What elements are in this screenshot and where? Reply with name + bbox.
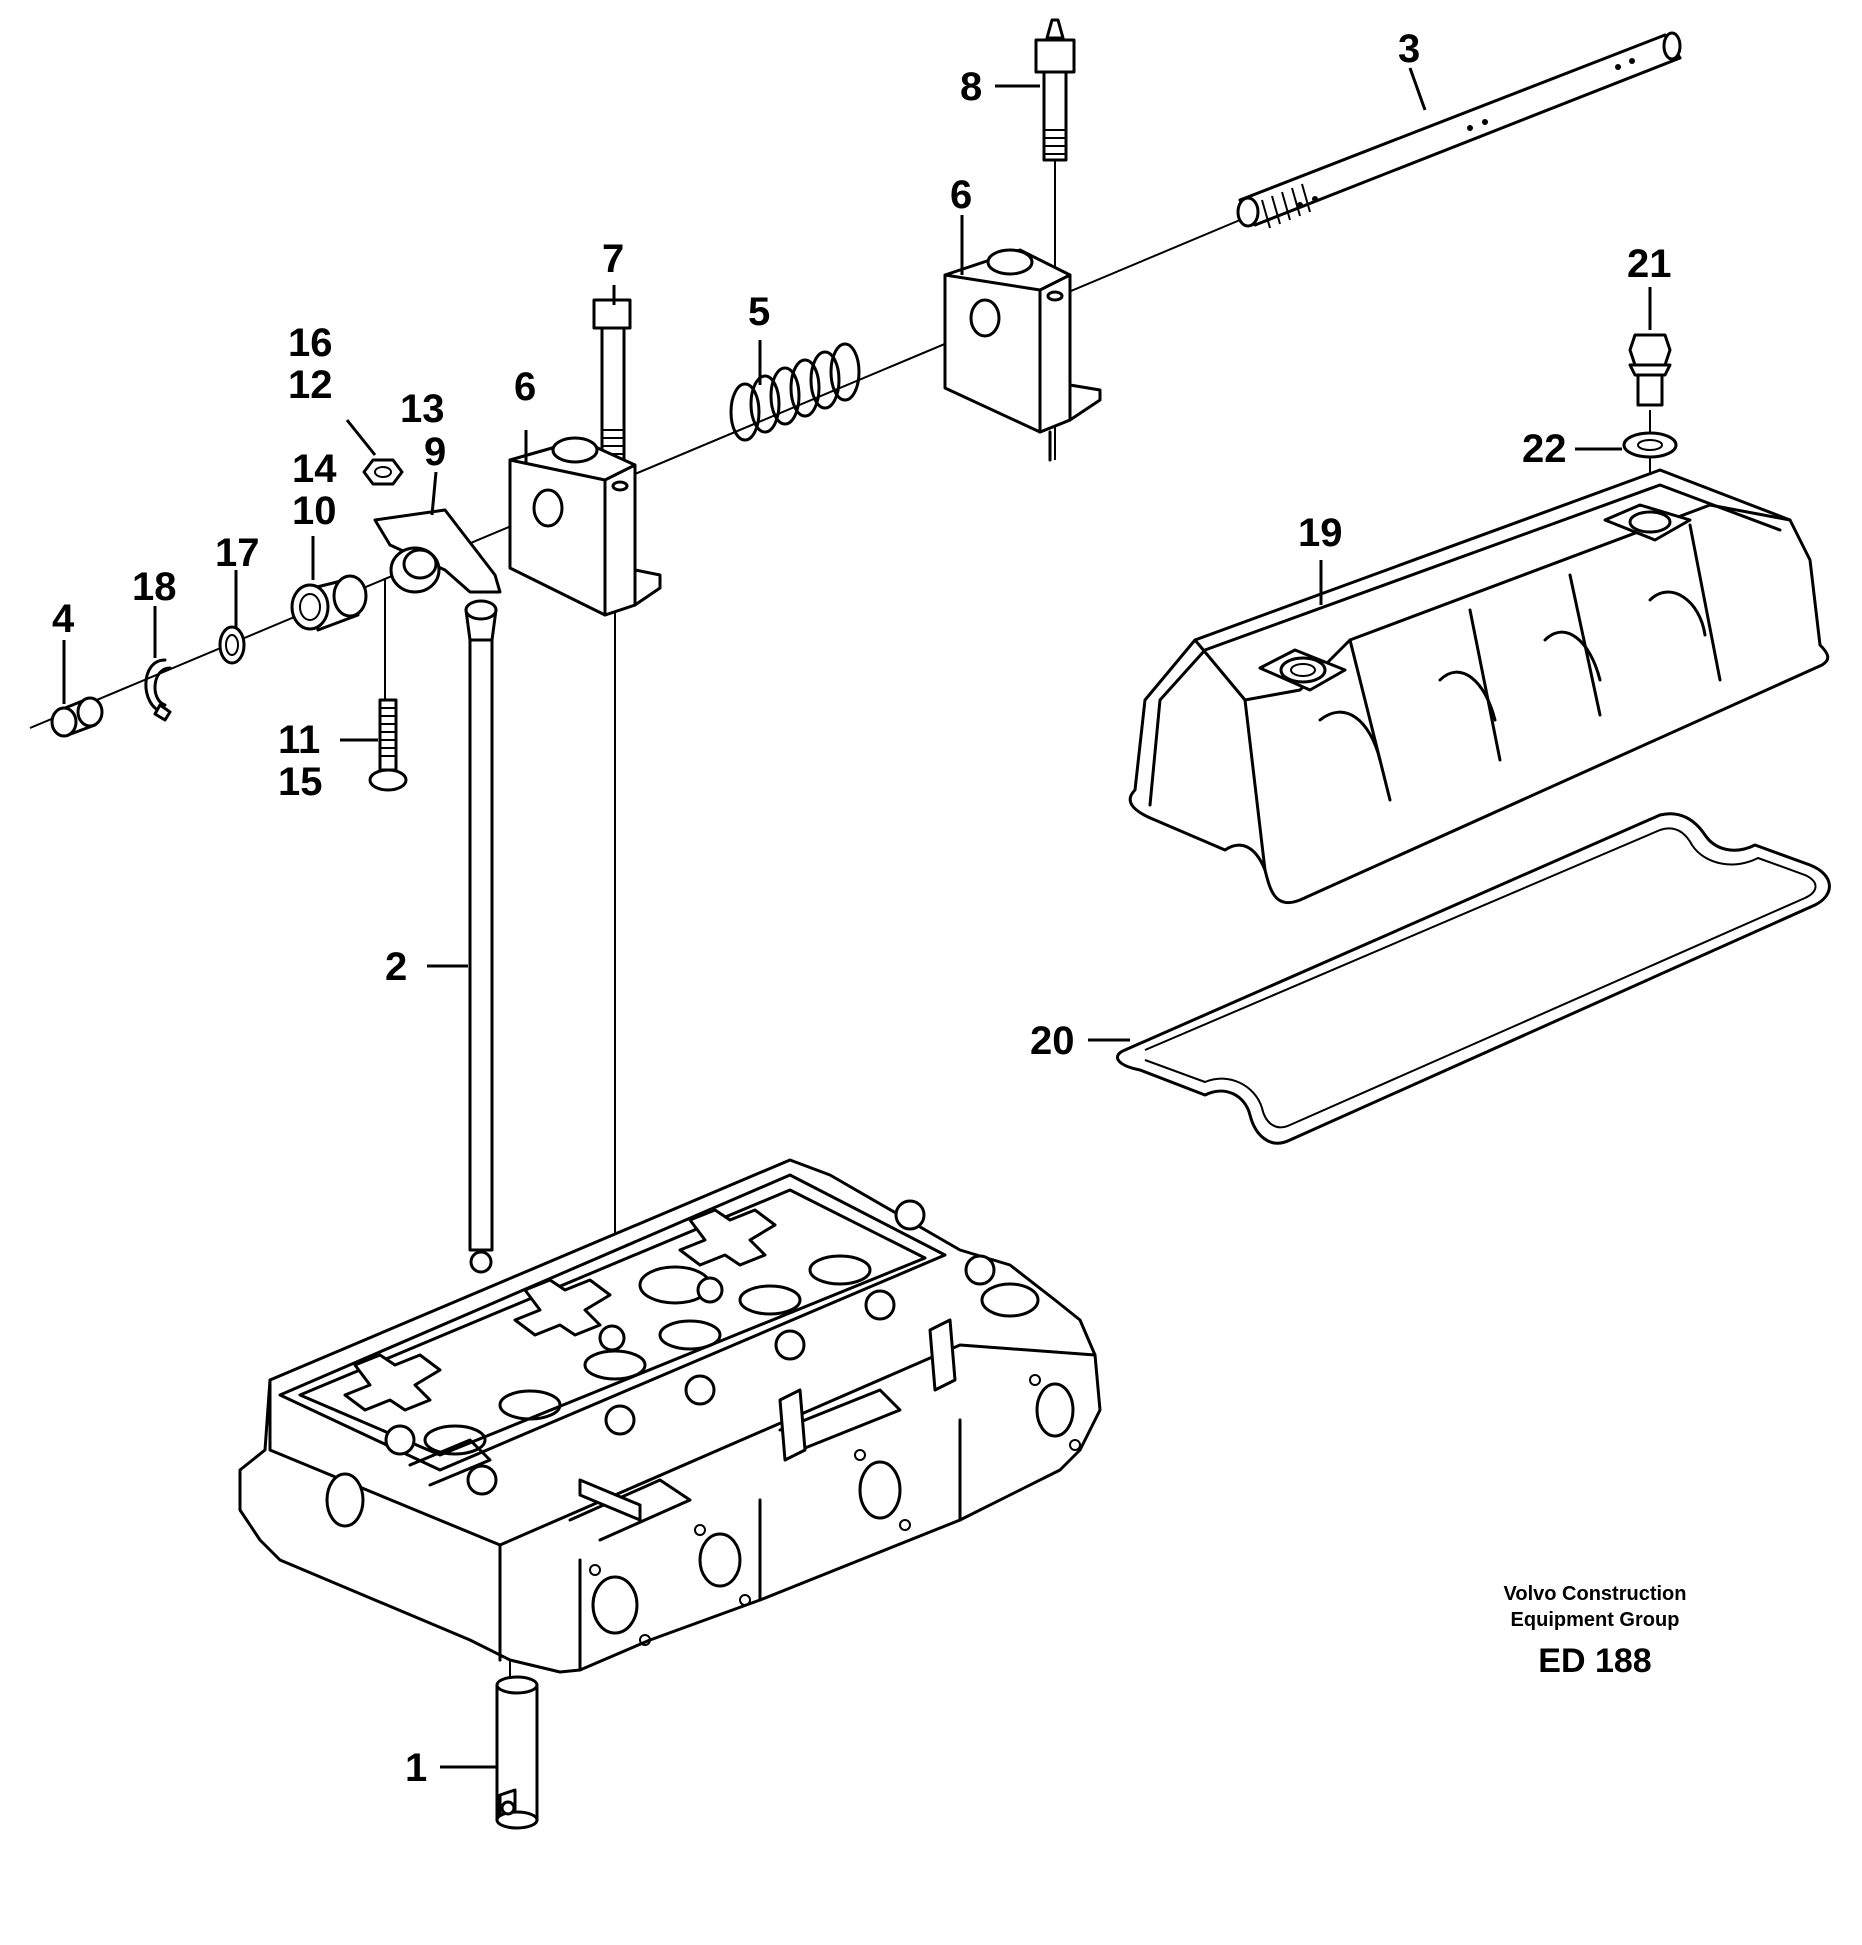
- callout-1: 1: [405, 1746, 427, 1790]
- washer-17: [218, 625, 246, 665]
- footer: Volvo Construction Equipment Group ED 18…: [1504, 1583, 1687, 1680]
- callout-4: 4: [52, 597, 75, 641]
- end-plug: [50, 696, 104, 738]
- callout-13: 13: [400, 387, 445, 431]
- callout-2: 2: [385, 945, 407, 989]
- rocker-arm: [373, 508, 502, 594]
- callout-19: 19: [1298, 511, 1343, 555]
- brand-line-2: Equipment Group: [1511, 1609, 1680, 1631]
- valve-cover: [1128, 468, 1830, 905]
- callout-11: 11: [278, 718, 320, 762]
- rocker-bracket-right: [943, 248, 1102, 462]
- adjusting-screw: [368, 698, 408, 792]
- callout-18: 18: [132, 565, 177, 609]
- callout-10: 10: [292, 489, 337, 533]
- rocker-shaft: [1236, 31, 1682, 229]
- bolt-8: [1034, 18, 1076, 162]
- callout-17: 17: [215, 531, 260, 575]
- callout-6-left: 6: [514, 365, 536, 409]
- cap-screw: [1628, 333, 1672, 407]
- callout-12: 12: [288, 363, 333, 407]
- spring: [729, 342, 861, 442]
- cylinder-head: [238, 1158, 1102, 1674]
- callout-14: 14: [292, 447, 337, 491]
- bushing: [290, 574, 368, 632]
- callout-16: 16: [288, 321, 333, 365]
- callout-22: 22: [1522, 427, 1567, 471]
- nut: [362, 458, 404, 486]
- rocker-bracket-left: [508, 436, 662, 617]
- bolt-7: [592, 298, 632, 472]
- callout-21: 21: [1627, 242, 1672, 286]
- leader-lines: [62, 67, 1652, 1769]
- callout-20: 20: [1030, 1019, 1075, 1063]
- callout-6-right: 6: [950, 173, 972, 217]
- brand-line-1: Volvo Construction: [1504, 1583, 1687, 1605]
- gasket: [1116, 812, 1831, 1145]
- callout-3: 3: [1398, 27, 1420, 71]
- callout-7: 7: [602, 237, 624, 281]
- sleeve: [495, 1675, 539, 1830]
- callout-15: 15: [278, 760, 323, 804]
- push-rod: [464, 599, 498, 1274]
- callout-8: 8: [960, 65, 982, 109]
- drawing-code: ED 188: [1538, 1642, 1651, 1680]
- callout-9: 9: [424, 430, 446, 474]
- seal-washer: [1622, 431, 1678, 459]
- circlip: [144, 658, 172, 722]
- callout-5: 5: [748, 290, 770, 334]
- callouts: 8 3 6 7 5 6 16 12 13 9 14 10 17 18 4 11 …: [52, 27, 1672, 1790]
